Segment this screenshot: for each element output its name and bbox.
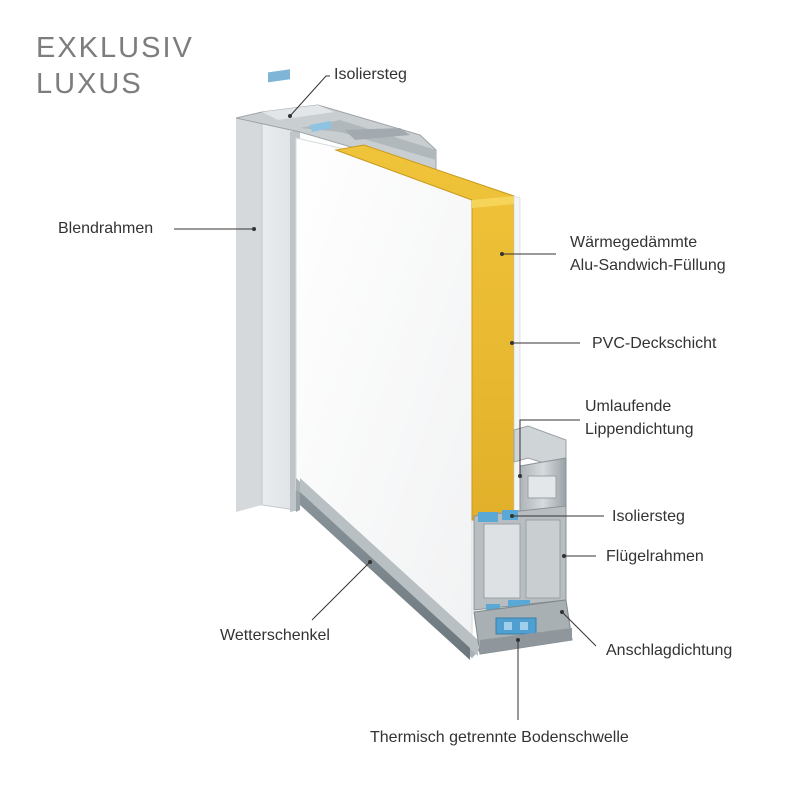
label-umlaufende-line1: Umlaufende [585, 398, 672, 415]
pvc-cover-edge [513, 195, 521, 513]
label-waermegedaemmte-line1: Wärmegedämmte [570, 234, 698, 251]
label-anschlagdichtung: Anschlagdichtung [606, 642, 733, 659]
bottom-profile-section [473, 425, 573, 655]
wetterschenkel-shape [296, 478, 480, 660]
leader-wetterschenkel [311, 561, 371, 621]
insulation-edge-shape [334, 144, 515, 521]
leader-lines [174, 75, 604, 720]
label-isoliersteg-top: Isoliersteg [334, 66, 407, 83]
label-bodenschwelle: Thermisch getrennte Bodenschwelle [370, 729, 629, 746]
leader-isoliersteg-top [289, 75, 330, 117]
label-waermegedaemmte-line2: Alu-Sandwich-Füllung [570, 257, 726, 274]
label-fluegelrahmen: Flügelrahmen [606, 548, 704, 565]
leader-dots [252, 114, 566, 642]
label-isoliersteg-bottom: Isoliersteg [612, 508, 685, 525]
blendrahmen-shape [236, 111, 300, 512]
leader-anschlagdichtung [561, 611, 597, 647]
product-title-line1: EXKLUSIV [36, 32, 194, 64]
product-title-line2: LUXUS [36, 68, 143, 100]
leader-umlaufende [519, 419, 580, 476]
label-pvc-deckschicht: PVC-Deckschicht [592, 335, 717, 352]
label-blendrahmen: Blendrahmen [58, 220, 154, 237]
label-umlaufende-line2: Lippendichtung [585, 421, 694, 438]
label-wetterschenkel: Wetterschenkel [220, 627, 330, 644]
